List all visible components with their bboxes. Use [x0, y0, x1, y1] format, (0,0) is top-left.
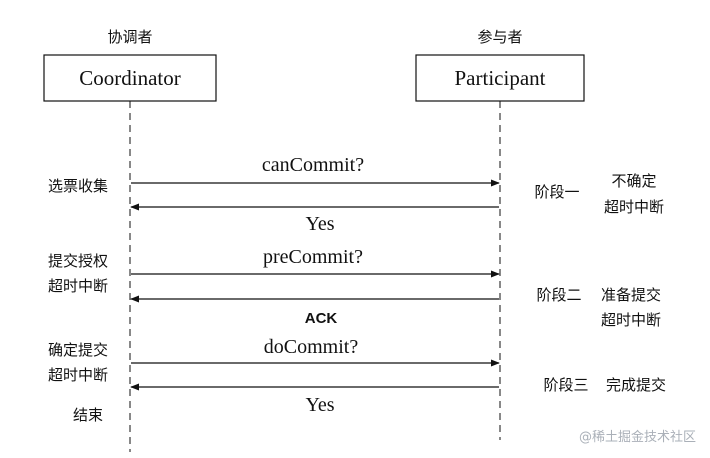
- message-label-precommit: preCommit?: [263, 246, 363, 268]
- phase-one-desc-1: 不确定: [611, 172, 656, 190]
- note-end: 结束: [73, 406, 103, 424]
- phase-two-desc-2: 超时中断: [601, 311, 661, 329]
- note-confirm-commit: 确定提交: [48, 341, 108, 359]
- phase-one-label: 阶段一: [534, 183, 579, 201]
- phase-two-label: 阶段二: [536, 286, 581, 304]
- note-commit-authorization: 提交授权: [48, 252, 108, 270]
- phase-one-desc-2: 超时中断: [604, 198, 664, 216]
- message-label-yes-1: Yes: [305, 213, 334, 235]
- phase-three-desc: 完成提交: [606, 376, 666, 394]
- coordinator-name: Coordinator: [79, 66, 180, 90]
- participant-box: [415, 54, 585, 102]
- note-timeout-abort-2: 超时中断: [48, 366, 108, 384]
- note-vote-collection: 选票收集: [48, 177, 108, 195]
- message-label-yes-2: Yes: [305, 394, 334, 416]
- watermark: @稀土掘金技术社区: [579, 429, 696, 445]
- message-label-ack: ACK: [305, 310, 338, 327]
- message-label-cancommit: canCommit?: [262, 154, 364, 176]
- coordinator-role-label: 协调者: [107, 28, 152, 46]
- participant-role-label: 参与者: [477, 28, 522, 46]
- coordinator-box: [43, 54, 217, 102]
- phase-two-desc-1: 准备提交: [601, 286, 661, 304]
- participant-name: Participant: [455, 66, 546, 90]
- message-label-docommit: doCommit?: [264, 336, 359, 358]
- phase-three-label: 阶段三: [543, 376, 588, 394]
- note-timeout-abort-1: 超时中断: [48, 277, 108, 295]
